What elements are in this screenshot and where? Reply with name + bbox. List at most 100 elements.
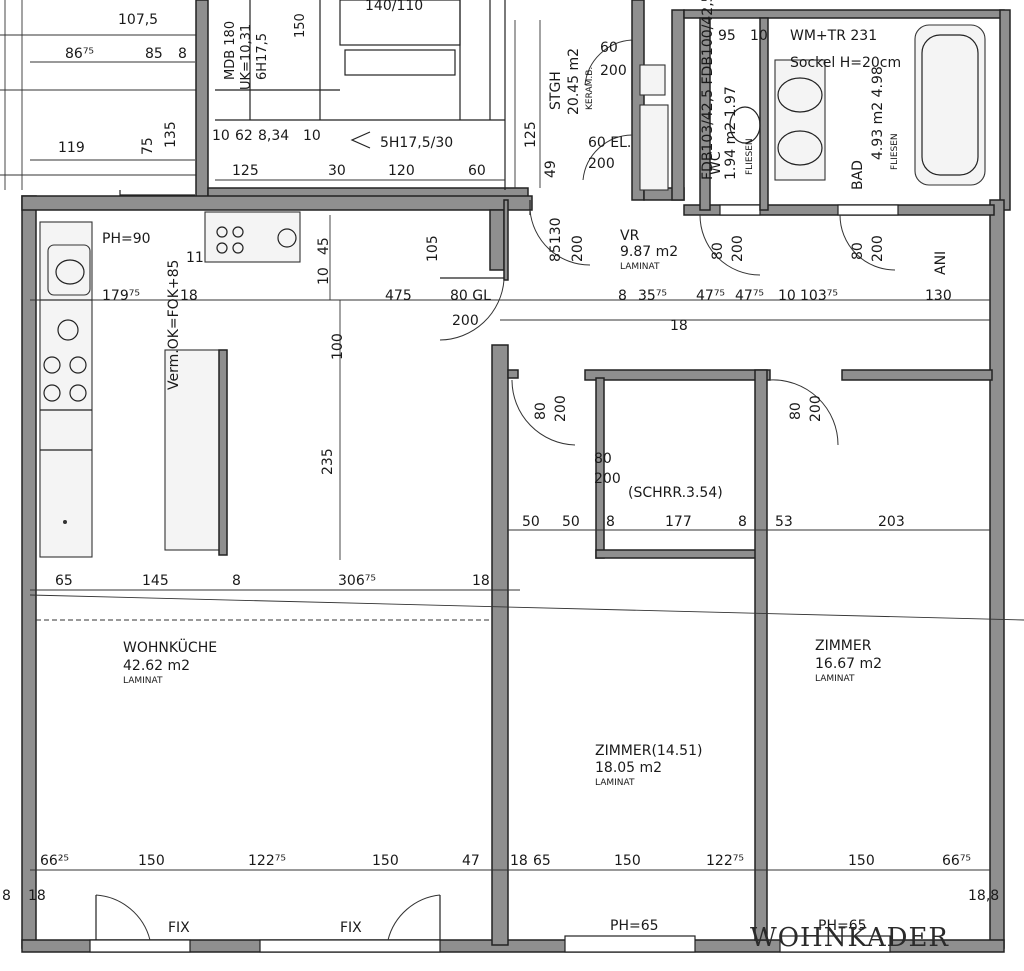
label-ph90: PH=90 <box>102 231 151 247</box>
dim-834: 8,34 <box>258 128 289 144</box>
dimension-text: 107,5 140/110 86⁷⁵ 85 8 119 75 135 MDB 1… <box>2 0 999 904</box>
dim-6675: 66⁷⁵ <box>942 853 971 869</box>
room-bad-area: 4.93 m2 4.98 <box>870 66 886 160</box>
window-labels: FIX FIX PH=65 PH=65 WOHNKADER <box>168 918 949 953</box>
label-mdb: MDB 180 <box>223 21 238 80</box>
room-zimmer-mid-floor: LAMINAT <box>595 778 635 788</box>
dim-top-107: 107,5 <box>118 12 158 28</box>
dim-200d: 200 <box>553 395 569 422</box>
bath-fixtures <box>729 24 986 186</box>
dim-49: 49 <box>543 160 559 178</box>
dim-177: 177 <box>665 514 692 530</box>
dim-11: 11 <box>186 250 204 266</box>
dim-80b: 80 <box>710 242 726 260</box>
door-swings <box>95 209 896 941</box>
dim-80e: 80 <box>788 402 804 420</box>
label-stair: 5H17,5/30 <box>380 135 453 151</box>
dim-80c: 80 <box>850 242 866 260</box>
dim-65: 65 <box>55 573 73 589</box>
dim-12275a: 122⁷⁵ <box>248 853 286 869</box>
dim-475: 475 <box>385 288 412 304</box>
label-gl: 80 GL <box>450 288 491 304</box>
dimension-lines <box>29 20 1024 871</box>
dim-125v: 125 <box>523 121 539 148</box>
room-vr-floor: LAMINAT <box>620 262 660 272</box>
dim-200e: 200 <box>808 395 824 422</box>
label-sockel: Sockel H=20cm <box>790 55 901 71</box>
label-ph65-a: PH=65 <box>610 918 659 934</box>
label-el: 60 EL. <box>588 135 631 151</box>
dim-18c: 18 <box>472 573 490 589</box>
dim-10c: 10 <box>778 288 796 304</box>
dim-200c: 200 <box>870 235 886 262</box>
label-fdb: FDB103/42,5 FDB100/42,5 <box>700 0 716 180</box>
room-zimmer-right-floor: LAMINAT <box>815 674 855 684</box>
dim-3575: 35⁷⁵ <box>638 288 667 304</box>
room-wohnkueche-floor: LAMINAT <box>123 676 163 686</box>
dim-8b: 8 <box>618 288 627 304</box>
dim-4775a: 47⁷⁵ <box>696 288 725 304</box>
dim-10d: 10 <box>750 28 768 44</box>
dim-47: 47 <box>462 853 480 869</box>
dim-top-150: 150 <box>293 13 308 38</box>
room-vr-name: VR <box>620 228 640 244</box>
dim-d200: 200 <box>600 63 627 79</box>
room-stgh-name: STGH <box>548 71 564 110</box>
dim-18a: 18 <box>180 288 198 304</box>
dim-18b: 18 <box>670 318 688 334</box>
dim-145: 145 <box>142 573 169 589</box>
dim-818a: 8 <box>2 888 11 904</box>
room-stgh-floor: KERAM.B. <box>585 67 595 110</box>
dim-10375: 103⁷⁵ <box>800 288 838 304</box>
dim-105: 105 <box>425 235 441 262</box>
interior-walls <box>489 17 995 946</box>
label-sh: 6H17,5 <box>255 33 270 80</box>
dim-150c: 150 <box>614 853 641 869</box>
room-zimmer-mid-area: 18.05 m2 <box>595 760 662 776</box>
dim-d60: 60 <box>600 40 618 56</box>
dim-120: 120 <box>388 163 415 179</box>
label-ph65-b: PH=65 <box>818 918 867 934</box>
room-wc-floor: FLIESEN <box>745 138 755 175</box>
dim-45: 45 <box>316 237 332 255</box>
dim-85: 85 <box>145 46 163 62</box>
dim-30675: 306⁷⁵ <box>338 573 376 589</box>
room-wc-area: 1.94 m2 1.97 <box>723 86 739 180</box>
dim-53: 53 <box>775 514 793 530</box>
label-wm-tr: WM+TR 231 <box>790 28 877 44</box>
label-verm: Verm.OK=FOK+85 <box>166 260 182 390</box>
label-fix-2: FIX <box>340 920 362 936</box>
room-stgh-area: 20.45 m2 <box>566 48 582 115</box>
dim-50b: 50 <box>562 514 580 530</box>
dim-top-140: 140/110 <box>365 0 423 14</box>
dim-10v: 10 <box>316 267 332 285</box>
dim-85130: 85130 <box>548 217 564 262</box>
dim-200b: 200 <box>730 235 746 262</box>
dim-125: 125 <box>232 163 259 179</box>
dim-65b: 65 <box>533 853 551 869</box>
dim-62: 62 <box>235 128 253 144</box>
room-bad-name: BAD <box>850 160 866 190</box>
dim-8e: 8 <box>738 514 747 530</box>
dim-80d: 80 <box>533 402 549 420</box>
label-fix-1: FIX <box>168 920 190 936</box>
dim-el-200: 200 <box>588 156 615 172</box>
dim-17975: 179⁷⁵ <box>102 288 140 304</box>
dim-75: 75 <box>140 137 156 155</box>
watermark-logo: WOHNKADER <box>750 923 949 953</box>
dim-150b: 150 <box>372 853 399 869</box>
label-ani: ANI <box>933 251 949 275</box>
room-labels: WOHNKÜCHE 42.62 m2 LAMINAT ZIMMER(14.51)… <box>123 638 882 788</box>
dim-12275b: 122⁷⁵ <box>706 853 744 869</box>
kitchen-fixtures <box>39 211 301 558</box>
dim-150a: 150 <box>138 853 165 869</box>
room-wohnkueche-area: 42.62 m2 <box>123 658 190 674</box>
outer-walls <box>21 195 1005 953</box>
room-zimmer-mid-name: ZIMMER(14.51) <box>595 743 702 759</box>
dim-80f: 80 <box>594 451 612 467</box>
dim-818b: 18 <box>28 888 46 904</box>
room-zimmer-right-name: ZIMMER <box>815 638 872 654</box>
dim-60b: 60 <box>468 163 486 179</box>
dim-10: 10 <box>212 128 230 144</box>
